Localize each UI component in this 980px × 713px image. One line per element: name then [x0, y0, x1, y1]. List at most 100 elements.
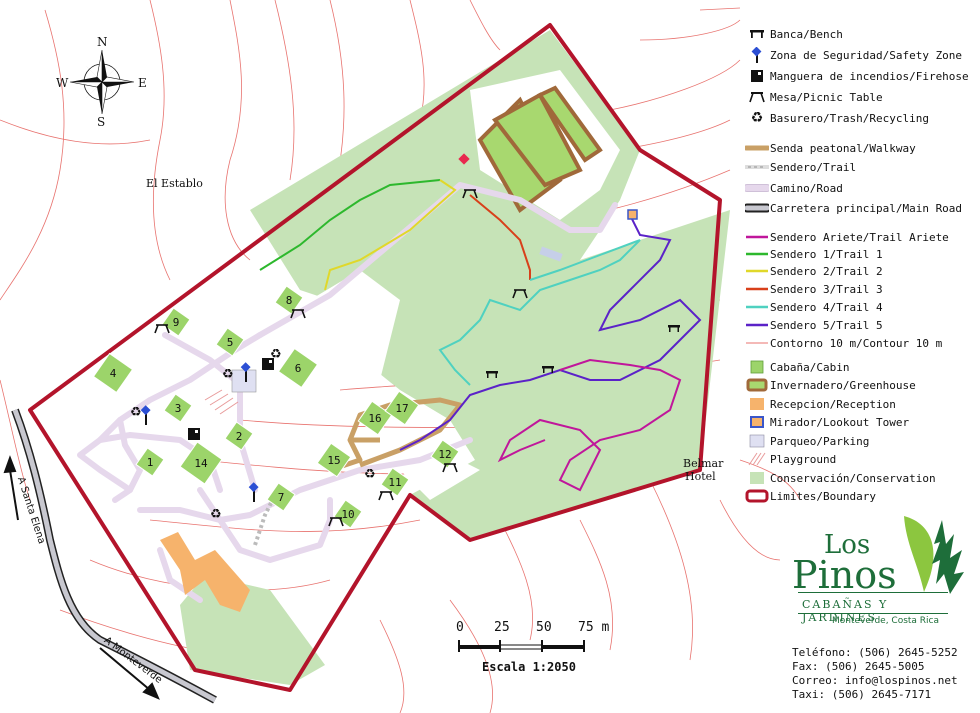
cabin-label: 1 [147, 456, 154, 469]
legend-item: Contorno 10 m/Contour 10 m [744, 335, 942, 351]
trail-2 [324, 179, 457, 291]
pine-leaf-icon [904, 516, 964, 594]
legend-item: Camino/Road [744, 180, 843, 196]
logo: Los Pinos CABAÑAS Y JARDINES Monteverde,… [790, 514, 966, 634]
greenhouse-icon [744, 377, 770, 393]
legend-item: Sendero/Trail [744, 159, 856, 175]
cabin-12[interactable]: 12 [430, 439, 460, 469]
legend-item: Sendero Ariete/Trail Ariete [744, 229, 949, 245]
scale-tick-50: 50 [536, 620, 552, 635]
legend-item: Cabaña/Cabin [744, 359, 849, 375]
firehoses [188, 358, 274, 440]
legend-label: Sendero/Trail [770, 160, 857, 174]
greenhouses [477, 85, 603, 213]
cabin-label: 9 [173, 316, 180, 329]
legend-item: Sendero 5/Trail 5 [744, 317, 883, 333]
contour-icon [744, 335, 770, 351]
cabin-8[interactable]: 8 [274, 285, 304, 315]
playground-icon [744, 451, 770, 467]
cabin-label: 16 [368, 412, 381, 425]
legend-item: Playground [744, 451, 836, 467]
legend-label: Contorno 10 m/Contour 10 m [770, 336, 943, 350]
cabin-17[interactable]: 17 [384, 390, 420, 426]
legend-item: Sendero 3/Trail 3 [744, 281, 883, 297]
cabin-label: 7 [278, 491, 285, 504]
compass-east: E [138, 76, 147, 90]
contact-fax: Fax: (506) 2645-5005 [792, 660, 925, 673]
trail-1-icon [744, 246, 770, 262]
cabin-icon [744, 359, 770, 375]
cabin-9[interactable]: 9 [161, 307, 191, 337]
legend-item: Sendero 2/Trail 2 [744, 263, 883, 279]
cabin-15[interactable]: 15 [316, 442, 352, 478]
trail-ariete-icon [744, 229, 770, 245]
legend-label: Sendero 3/Trail 3 [770, 282, 883, 296]
cabin-label: 3 [175, 402, 182, 415]
legend-label: Sendero Ariete/Trail Ariete [770, 230, 949, 244]
legend-label: Sendero 2/Trail 2 [770, 264, 883, 278]
legend-label: Invernadero/Greenhouse [770, 378, 916, 392]
svg-text:♻: ♻ [130, 405, 142, 420]
svg-text:♻: ♻ [210, 507, 222, 522]
legend-label: Sendero 4/Trail 4 [770, 300, 883, 314]
legend-item: Senda peatonal/Walkway [744, 140, 916, 156]
cabin-6[interactable]: 6 [277, 347, 319, 389]
legend-label: Mesa/Picnic Table [770, 90, 883, 104]
cabin-11[interactable]: 11 [380, 467, 410, 497]
cabin-5[interactable]: 5 [215, 327, 245, 357]
parking [231, 369, 257, 393]
cabin-label: 5 [227, 336, 234, 349]
picnic-table-icon [744, 89, 770, 105]
legend-item: Invernadero/Greenhouse [744, 377, 916, 393]
contact-taxi: Taxi: (506) 2645-7171 [792, 688, 932, 701]
legend-label: Carretera principal/Main Road [770, 201, 963, 215]
main-road-icon [744, 200, 770, 216]
cabin-label: 12 [438, 448, 451, 461]
legend-item: ♻Basurero/Trash/Recycling [744, 110, 929, 126]
trail-4 [438, 239, 641, 386]
legend-item: Sendero 4/Trail 4 [744, 299, 883, 315]
legend-label: Mirador/Lookout Tower [770, 415, 910, 429]
cabin-7[interactable]: 7 [266, 482, 296, 512]
legend-label: Sendero 5/Trail 5 [770, 318, 883, 332]
cabin-label: 11 [388, 476, 401, 489]
svg-text:♻: ♻ [222, 367, 234, 382]
cabin-3[interactable]: 3 [163, 393, 193, 423]
scale-bar: 0 25 50 75 m Escala 1:2050 [444, 620, 624, 680]
legend-label: Cabaña/Cabin [770, 360, 850, 374]
direction-arrows [3, 455, 160, 700]
cabin-14[interactable]: 14 [179, 441, 223, 485]
legend-label: Senda peatonal/Walkway [770, 141, 916, 155]
road-icon [744, 180, 770, 196]
legend-item: Mesa/Picnic Table [744, 89, 883, 105]
trail-4-icon [744, 299, 770, 315]
lookout-icon [744, 414, 770, 430]
scale-tick-25: 25 [494, 620, 510, 635]
contact-email: Correo: info@lospinos.net [792, 674, 958, 687]
cabin-10[interactable]: 10 [333, 499, 363, 529]
picnic-tables [154, 189, 528, 527]
trail-3 [469, 194, 531, 280]
cabin-4[interactable]: 4 [92, 352, 134, 394]
cabin-16[interactable]: 16 [357, 400, 393, 436]
cabin-label: 17 [395, 402, 408, 415]
compass-west: W [56, 76, 69, 90]
scale-tick-75: 75 m [578, 620, 610, 635]
trail [253, 494, 277, 546]
cabin-label: 4 [110, 367, 117, 380]
bench-icon [744, 26, 770, 42]
cabin-2[interactable]: 2 [224, 421, 254, 451]
parking-lot [539, 246, 563, 262]
benches [486, 325, 680, 378]
svg-text:♻: ♻ [364, 467, 376, 482]
contact-phone: Teléfono: (506) 2645-5252 [792, 646, 958, 659]
legend-item: Mirador/Lookout Tower [744, 414, 909, 430]
cabin-1[interactable]: 1 [135, 447, 165, 477]
legend-item: Conservación/Conservation [744, 470, 936, 486]
legend-item: Manguera de incendios/Firehose [744, 68, 969, 84]
main-road [11, 408, 217, 704]
trail-1 [259, 179, 441, 271]
scale-tick-0: 0 [456, 620, 464, 635]
